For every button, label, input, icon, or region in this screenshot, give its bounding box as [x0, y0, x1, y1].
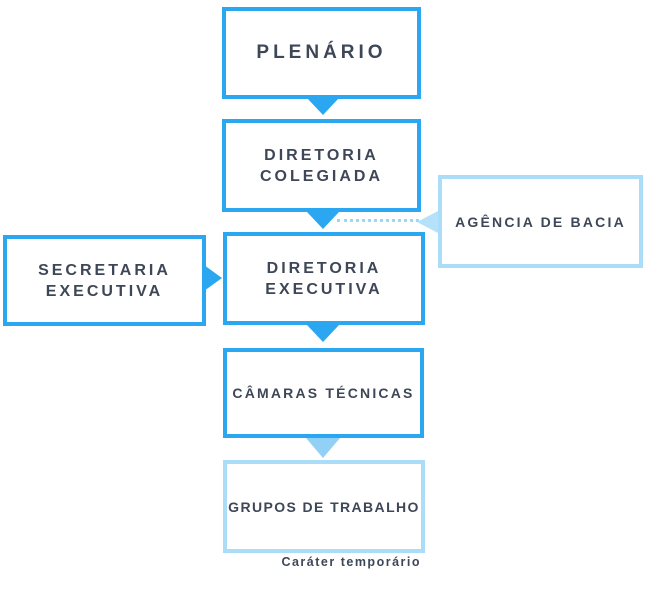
node-diretoria-colegiada: DIRETORIA COLEGIADA — [222, 119, 421, 212]
arrow-colegiada-to-executiva-icon — [307, 212, 339, 229]
node-agencia-de-bacia-label: AGÊNCIA DE BACIA — [455, 213, 626, 230]
arrow-secretaria-to-executiva-icon — [204, 265, 222, 291]
node-agencia-de-bacia: AGÊNCIA DE BACIA — [438, 175, 643, 268]
node-camaras-tecnicas-label: CÂMARAS TÉCNICAS — [232, 385, 415, 401]
arrow-plenario-to-colegiada-icon — [307, 98, 339, 115]
arrow-camaras-to-grupos-icon — [306, 438, 340, 458]
node-diretoria-colegiada-label: DIRETORIA COLEGIADA — [260, 146, 383, 185]
node-plenario: PLENÁRIO — [222, 7, 421, 99]
arrow-agencia-to-colegiada-icon — [417, 211, 438, 233]
node-plenario-label: PLENÁRIO — [256, 42, 387, 63]
arrow-executiva-to-camaras-icon — [307, 325, 339, 342]
node-grupos-de-trabalho: GRUPOS DE TRABALHO — [223, 460, 425, 553]
node-diretoria-executiva: DIRETORIA EXECUTIVA — [223, 232, 425, 325]
node-secretaria-executiva: SECRETARIA EXECUTIVA — [3, 235, 206, 326]
node-diretoria-executiva-label: DIRETORIA EXECUTIVA — [265, 259, 383, 298]
footnote-carater-temporario: Caráter temporário — [281, 555, 421, 569]
dotted-connector-agencia — [337, 219, 419, 222]
node-secretaria-executiva-label: SECRETARIA EXECUTIVA — [38, 261, 171, 300]
node-camaras-tecnicas: CÂMARAS TÉCNICAS — [223, 348, 424, 438]
node-grupos-de-trabalho-label: GRUPOS DE TRABALHO — [228, 498, 420, 515]
